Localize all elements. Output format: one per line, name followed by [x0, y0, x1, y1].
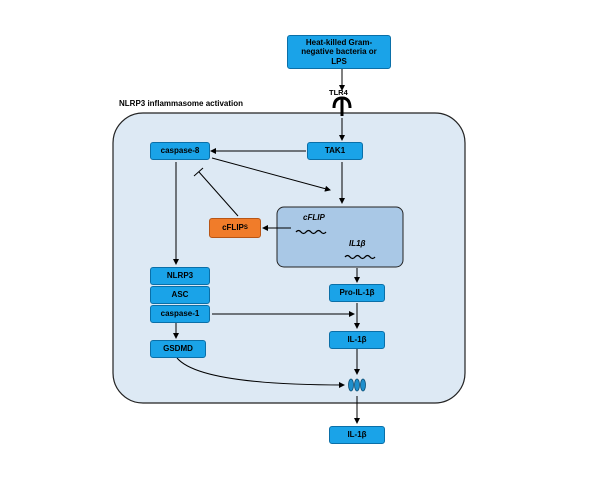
il1b-mrna-icon [344, 254, 376, 260]
tlr4-label: TLR4 [329, 88, 348, 97]
nucleus [276, 206, 404, 268]
cflips-label: cFLIP [222, 223, 244, 233]
inhibition-cflips-to-caspase8 [198, 171, 239, 217]
arrows [173, 69, 360, 424]
mrna-squiggles [295, 229, 376, 260]
il1b-gene-label: IL1β [349, 239, 366, 248]
cflip-mrna-icon [295, 229, 327, 235]
asc-box: ASC [150, 286, 210, 304]
caspase8-box: caspase-8 [150, 142, 210, 160]
diagram-title: NLRP3 inflammasome activation [119, 99, 244, 108]
tlr4-receptor-icon [332, 96, 352, 116]
arrow-caspase8-to-nucleus [211, 157, 331, 192]
arrow-gsdmd-to-pore [176, 357, 345, 388]
il1b-secreted-box: IL-1β [329, 426, 385, 444]
il1b-box: IL-1β [329, 331, 385, 349]
stimulus-box: Heat-killed Gram-negative bacteria or LP… [287, 35, 391, 69]
gsdmd-box: GSDMD [150, 340, 206, 358]
nlrp3-box: NLRP3 [150, 267, 210, 285]
tak1-box: TAK1 [307, 142, 363, 160]
inhibition-bar [193, 167, 204, 177]
caspase1-box: caspase-1 [150, 305, 210, 323]
pro-il1b-box: Pro-IL-1β [329, 284, 385, 302]
cflips-subscript: S [243, 224, 248, 231]
cflip-gene-label: cFLIP [303, 213, 325, 222]
gsdmd-pore-icon [348, 378, 366, 392]
